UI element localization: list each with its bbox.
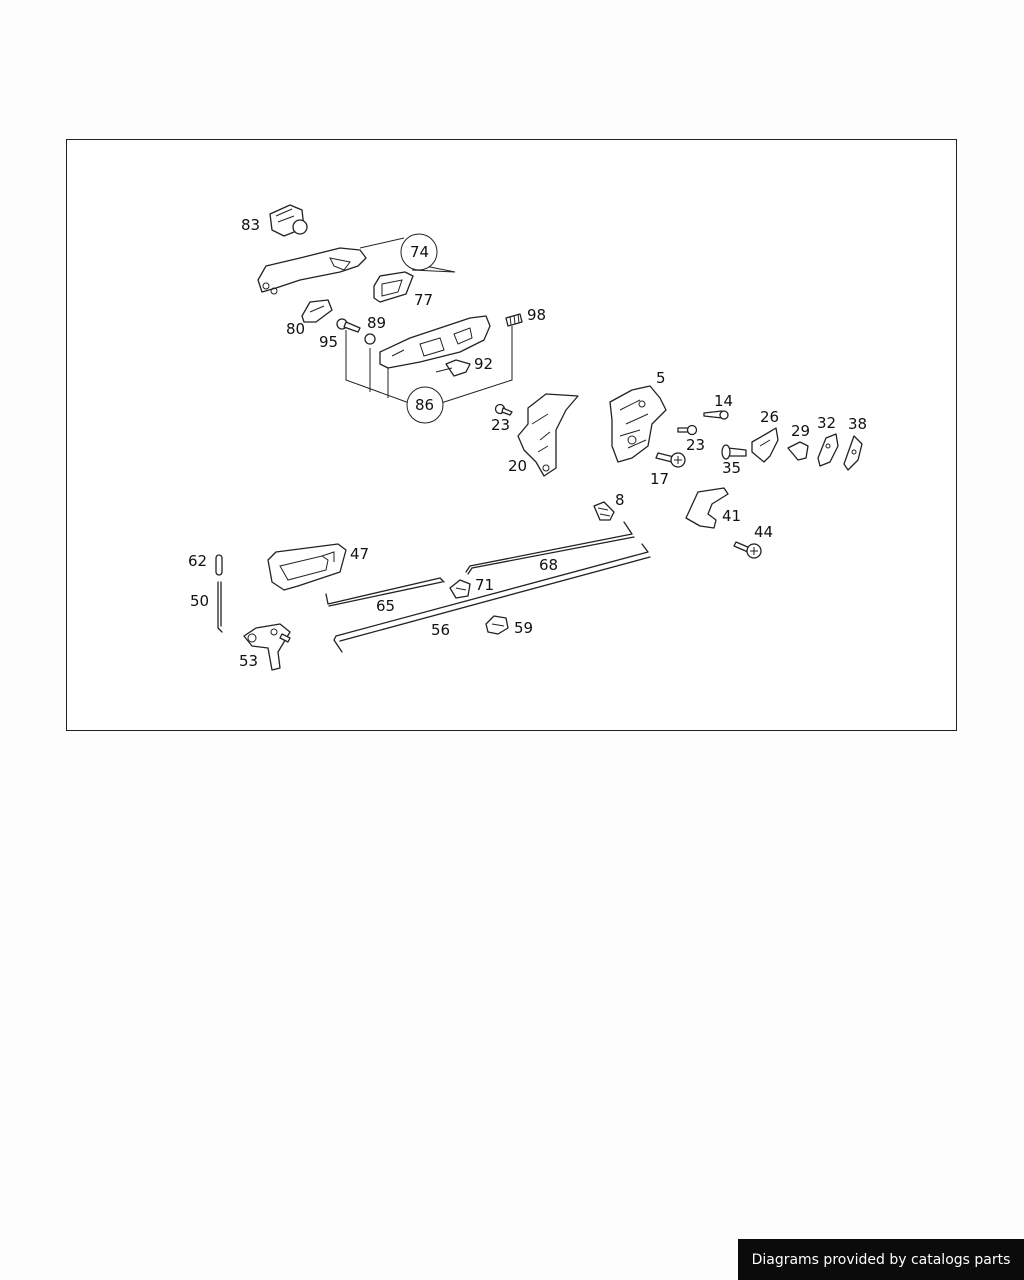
callout-20: 20 [508, 457, 527, 475]
credit-banner: Diagrams provided by catalogs parts [738, 1239, 1024, 1280]
part-74-outer-handle [257, 247, 367, 295]
part-47-inner-handle [267, 543, 347, 591]
part-29-clip [787, 441, 809, 461]
part-65-rod [325, 577, 445, 607]
callout-38: 38 [848, 415, 867, 433]
callout-47: 47 [350, 545, 369, 563]
part-95-screw [336, 318, 361, 333]
part-14-bolt [703, 410, 729, 420]
callout-71: 71 [475, 576, 494, 594]
callout-26: 26 [760, 408, 779, 426]
part-44-screw [733, 541, 762, 559]
diagram-frame [66, 139, 957, 731]
callout-77: 77 [414, 291, 433, 309]
circled-callout-86 [406, 386, 444, 424]
callout-50: 50 [190, 592, 209, 610]
callout-86: 86 [415, 396, 434, 414]
callout-5: 5 [656, 369, 666, 387]
callout-17: 17 [650, 470, 669, 488]
callout-56: 56 [431, 621, 450, 639]
callout-80: 80 [286, 320, 305, 338]
callout-35: 35 [722, 459, 741, 477]
callout-95: 95 [319, 333, 338, 351]
callout-62: 62 [188, 552, 207, 570]
part-56-rod [333, 543, 651, 653]
leader-86 [345, 326, 513, 405]
part-35-bolt [721, 444, 747, 460]
part-62-pin [215, 554, 223, 576]
callout-65: 65 [376, 597, 395, 615]
part-50-rod [217, 581, 223, 633]
part-23-screw-a [494, 403, 513, 416]
part-8-bush [593, 501, 615, 521]
callout-53: 53 [239, 652, 258, 670]
callout-98: 98 [527, 306, 546, 324]
callout-29: 29 [791, 422, 810, 440]
circled-callout-74 [400, 233, 438, 271]
part-80-handle-cover [301, 299, 333, 323]
part-26-bracket [751, 427, 779, 463]
part-89-grommet [364, 333, 376, 345]
part-59-clip [485, 615, 509, 635]
callout-23b: 23 [686, 436, 705, 454]
part-92-clip [435, 359, 471, 377]
part-38-shim [843, 435, 863, 471]
callout-68: 68 [539, 556, 558, 574]
part-41-cover [685, 487, 729, 529]
part-83-lock-cylinder [269, 204, 308, 237]
callout-23a: 23 [491, 416, 510, 434]
callout-32: 32 [817, 414, 836, 432]
callout-74: 74 [410, 243, 429, 261]
part-53-lever [243, 623, 291, 671]
part-68-rod [465, 521, 635, 575]
part-86-handle-carrier [379, 315, 491, 369]
part-77-handle-bezel [373, 271, 414, 303]
part-5-door-lock [609, 385, 667, 463]
callout-14: 14 [714, 392, 733, 410]
callout-83: 83 [241, 216, 260, 234]
part-71-clip [449, 579, 471, 599]
part-20-lock-bracket [517, 393, 579, 477]
callout-59: 59 [514, 619, 533, 637]
callout-89: 89 [367, 314, 386, 332]
callout-92: 92 [474, 355, 493, 373]
callout-44: 44 [754, 523, 773, 541]
part-98-spring [505, 313, 523, 327]
part-32-plate [817, 433, 839, 467]
callout-41: 41 [722, 507, 741, 525]
part-17-screw [655, 452, 686, 468]
callout-8: 8 [615, 491, 625, 509]
part-23-screw-b [677, 424, 698, 436]
